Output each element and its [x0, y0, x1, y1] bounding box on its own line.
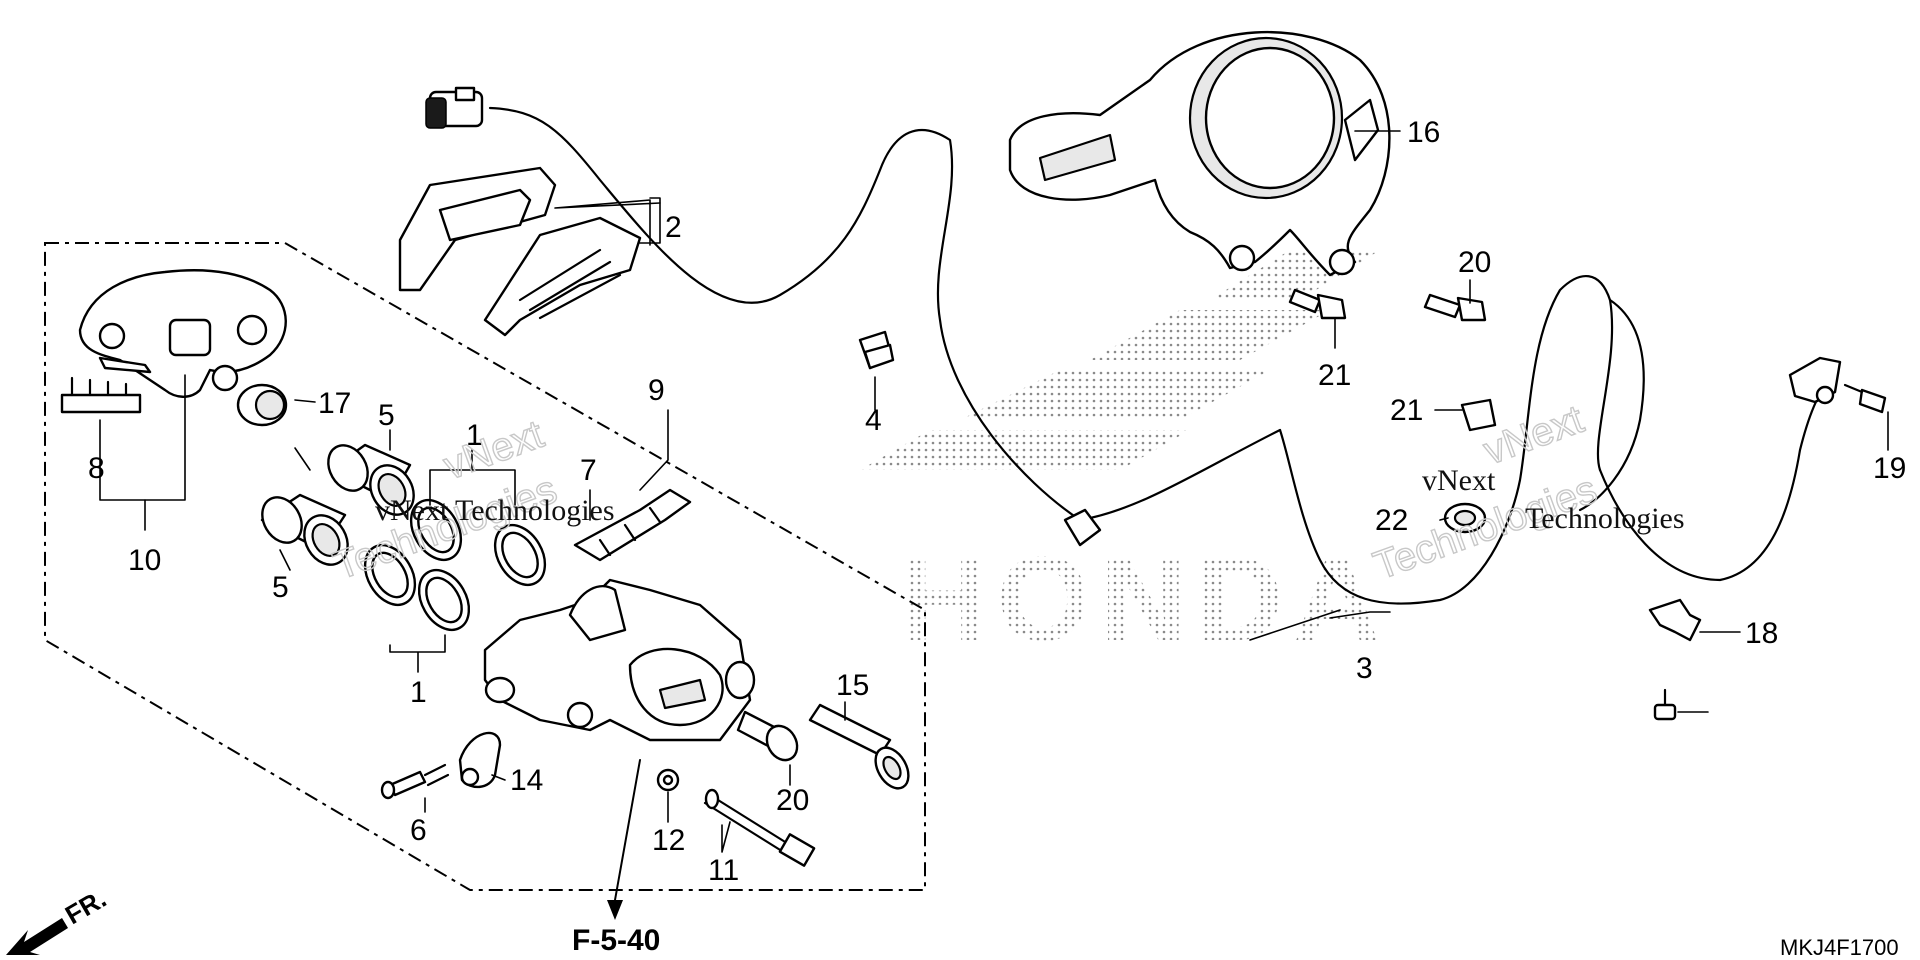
callout-10: 9	[648, 374, 665, 407]
pad-sensor-wire	[488, 106, 1282, 522]
svg-text:vNext: vNext	[1478, 397, 1589, 473]
pad-retainer-clip	[60, 376, 142, 414]
bracket-bolt-upper	[1423, 293, 1487, 322]
callout-6: 7	[580, 454, 597, 487]
callout-5-lower: 5	[272, 571, 289, 604]
bleed-cap	[458, 731, 502, 789]
svg-text:Technologies: Technologies	[1525, 502, 1685, 535]
slide-pin-long	[808, 703, 910, 790]
wire-connector	[425, 86, 484, 129]
callout-17: 17	[318, 387, 351, 420]
caliper-body	[483, 578, 756, 742]
caliper-boot	[236, 383, 288, 427]
slide-pin-bolt	[703, 788, 816, 867]
piston-lower	[260, 493, 349, 566]
front-label: FR.	[60, 883, 111, 930]
callout-21-upper: 21	[1390, 394, 1423, 427]
front-direction-arrow: FR.	[6, 883, 111, 955]
pad-spring	[573, 488, 692, 562]
callout-7: 8	[88, 452, 105, 485]
wire-clip	[1063, 508, 1102, 547]
page-ref-arrowhead	[607, 900, 623, 920]
svg-text:vNext: vNext	[1422, 464, 1496, 497]
piston-seals	[363, 498, 547, 632]
callout-labels: 2 16 20 21 4 21 22 3 18 19 9 1 5 17 8 10…	[88, 116, 1906, 887]
caliper-bracket	[78, 269, 287, 398]
svg-text:Technologies: Technologies	[455, 494, 615, 527]
caliper-bracket-plate	[1008, 30, 1391, 277]
callout-18: 18	[1745, 617, 1778, 650]
callout-4: 4	[865, 404, 882, 437]
callout-13: 6	[410, 814, 427, 847]
callout-1-lower: 1	[410, 676, 427, 709]
caliper-group-outline	[44, 242, 926, 891]
callout-1-upper: 1	[466, 419, 483, 452]
callout-9: 15	[836, 669, 869, 702]
callout-15: 12	[652, 824, 685, 857]
abs-sensor-wire	[1278, 274, 1614, 605]
callout-12: 11	[708, 854, 739, 887]
bleed-valve	[380, 763, 450, 800]
stay-bolt	[1653, 688, 1677, 721]
honda-wordmark-watermark: HONDA	[900, 532, 1390, 666]
callout-19: 19	[1873, 452, 1906, 485]
callout-8: 16	[1407, 116, 1440, 149]
abs-sensor-wire-2	[1598, 378, 1832, 582]
brake-pad-set	[398, 166, 642, 337]
diagram-code: MKJ4F1700	[1780, 935, 1899, 960]
abs-sensor-head	[1788, 356, 1842, 405]
page-reference: F-5-40	[572, 924, 660, 957]
leader-lines	[99, 130, 1889, 901]
bracket-bolt-lower	[1288, 288, 1347, 320]
callout-20-lower: 21	[1318, 359, 1351, 392]
sensor-stay	[1648, 598, 1702, 642]
sensor-bolt	[1843, 383, 1887, 414]
callout-21-lower: 22	[1375, 504, 1408, 537]
abs-sensor-branch	[1578, 298, 1645, 512]
callout-14: 14	[510, 764, 543, 797]
callout-2: 2	[665, 211, 682, 244]
piston-upper	[327, 443, 415, 516]
callout-11: 10	[128, 544, 161, 577]
wire-clamp	[858, 330, 895, 370]
pin-boot	[736, 710, 799, 762]
callout-3: 3	[1356, 652, 1373, 685]
honda-wing-watermark	[860, 250, 1380, 470]
svg-text:vNext: vNext	[375, 494, 449, 527]
callout-5-upper: 5	[378, 399, 395, 432]
harness-clamp-upper	[1460, 398, 1497, 432]
vnext-watermark-left: vNext Technologies vNext Technologies	[327, 411, 615, 589]
callout-16: 20	[776, 784, 809, 817]
callout-20-upper: 20	[1458, 246, 1491, 279]
